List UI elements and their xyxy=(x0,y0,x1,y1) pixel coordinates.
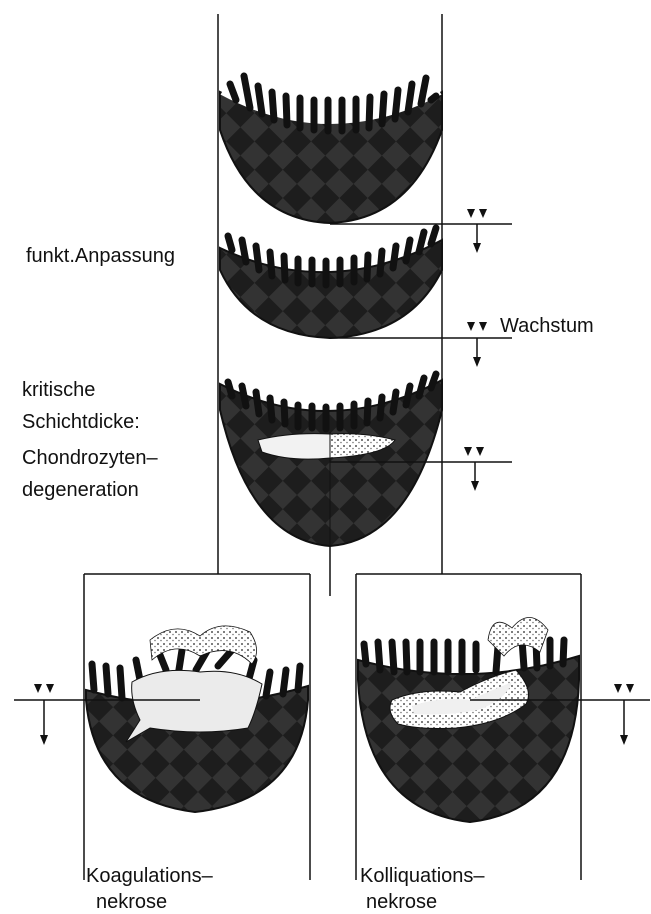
label-koagulation-line1: Koagulations– xyxy=(86,864,213,888)
label-chondrozyten: Chondrozyten– xyxy=(22,446,158,470)
double-arrowhead-icon xyxy=(464,447,484,456)
double-arrowhead-icon xyxy=(614,684,634,693)
cartilage-stage-2 xyxy=(220,228,442,338)
down-arrow-icon xyxy=(473,338,481,367)
down-arrow-icon xyxy=(620,700,628,745)
label-koagulation-line2: nekrose xyxy=(96,890,167,914)
label-schichtdicke: Schichtdicke: xyxy=(22,410,140,434)
label-kolliquation-line2: nekrose xyxy=(366,890,437,914)
label-funkt-anpassung: funkt.Anpassung xyxy=(26,244,175,268)
double-arrowhead-icon xyxy=(467,209,487,218)
down-arrow-icon xyxy=(473,224,481,253)
double-arrowhead-icon xyxy=(467,322,487,331)
colliquation-box xyxy=(356,574,581,880)
label-kritische: kritische xyxy=(22,378,95,402)
label-kolliquation-line1: Kolliquations– xyxy=(360,864,485,888)
cartilage-stage-1 xyxy=(220,76,442,223)
coagulation-box xyxy=(84,574,310,880)
cartilage-stage-3 xyxy=(220,374,442,546)
down-arrow-icon xyxy=(40,700,48,745)
down-arrow-icon xyxy=(471,462,479,491)
double-arrowhead-icon xyxy=(34,684,54,693)
label-wachstum: Wachstum xyxy=(500,314,594,338)
label-degeneration: degeneration xyxy=(22,478,139,502)
